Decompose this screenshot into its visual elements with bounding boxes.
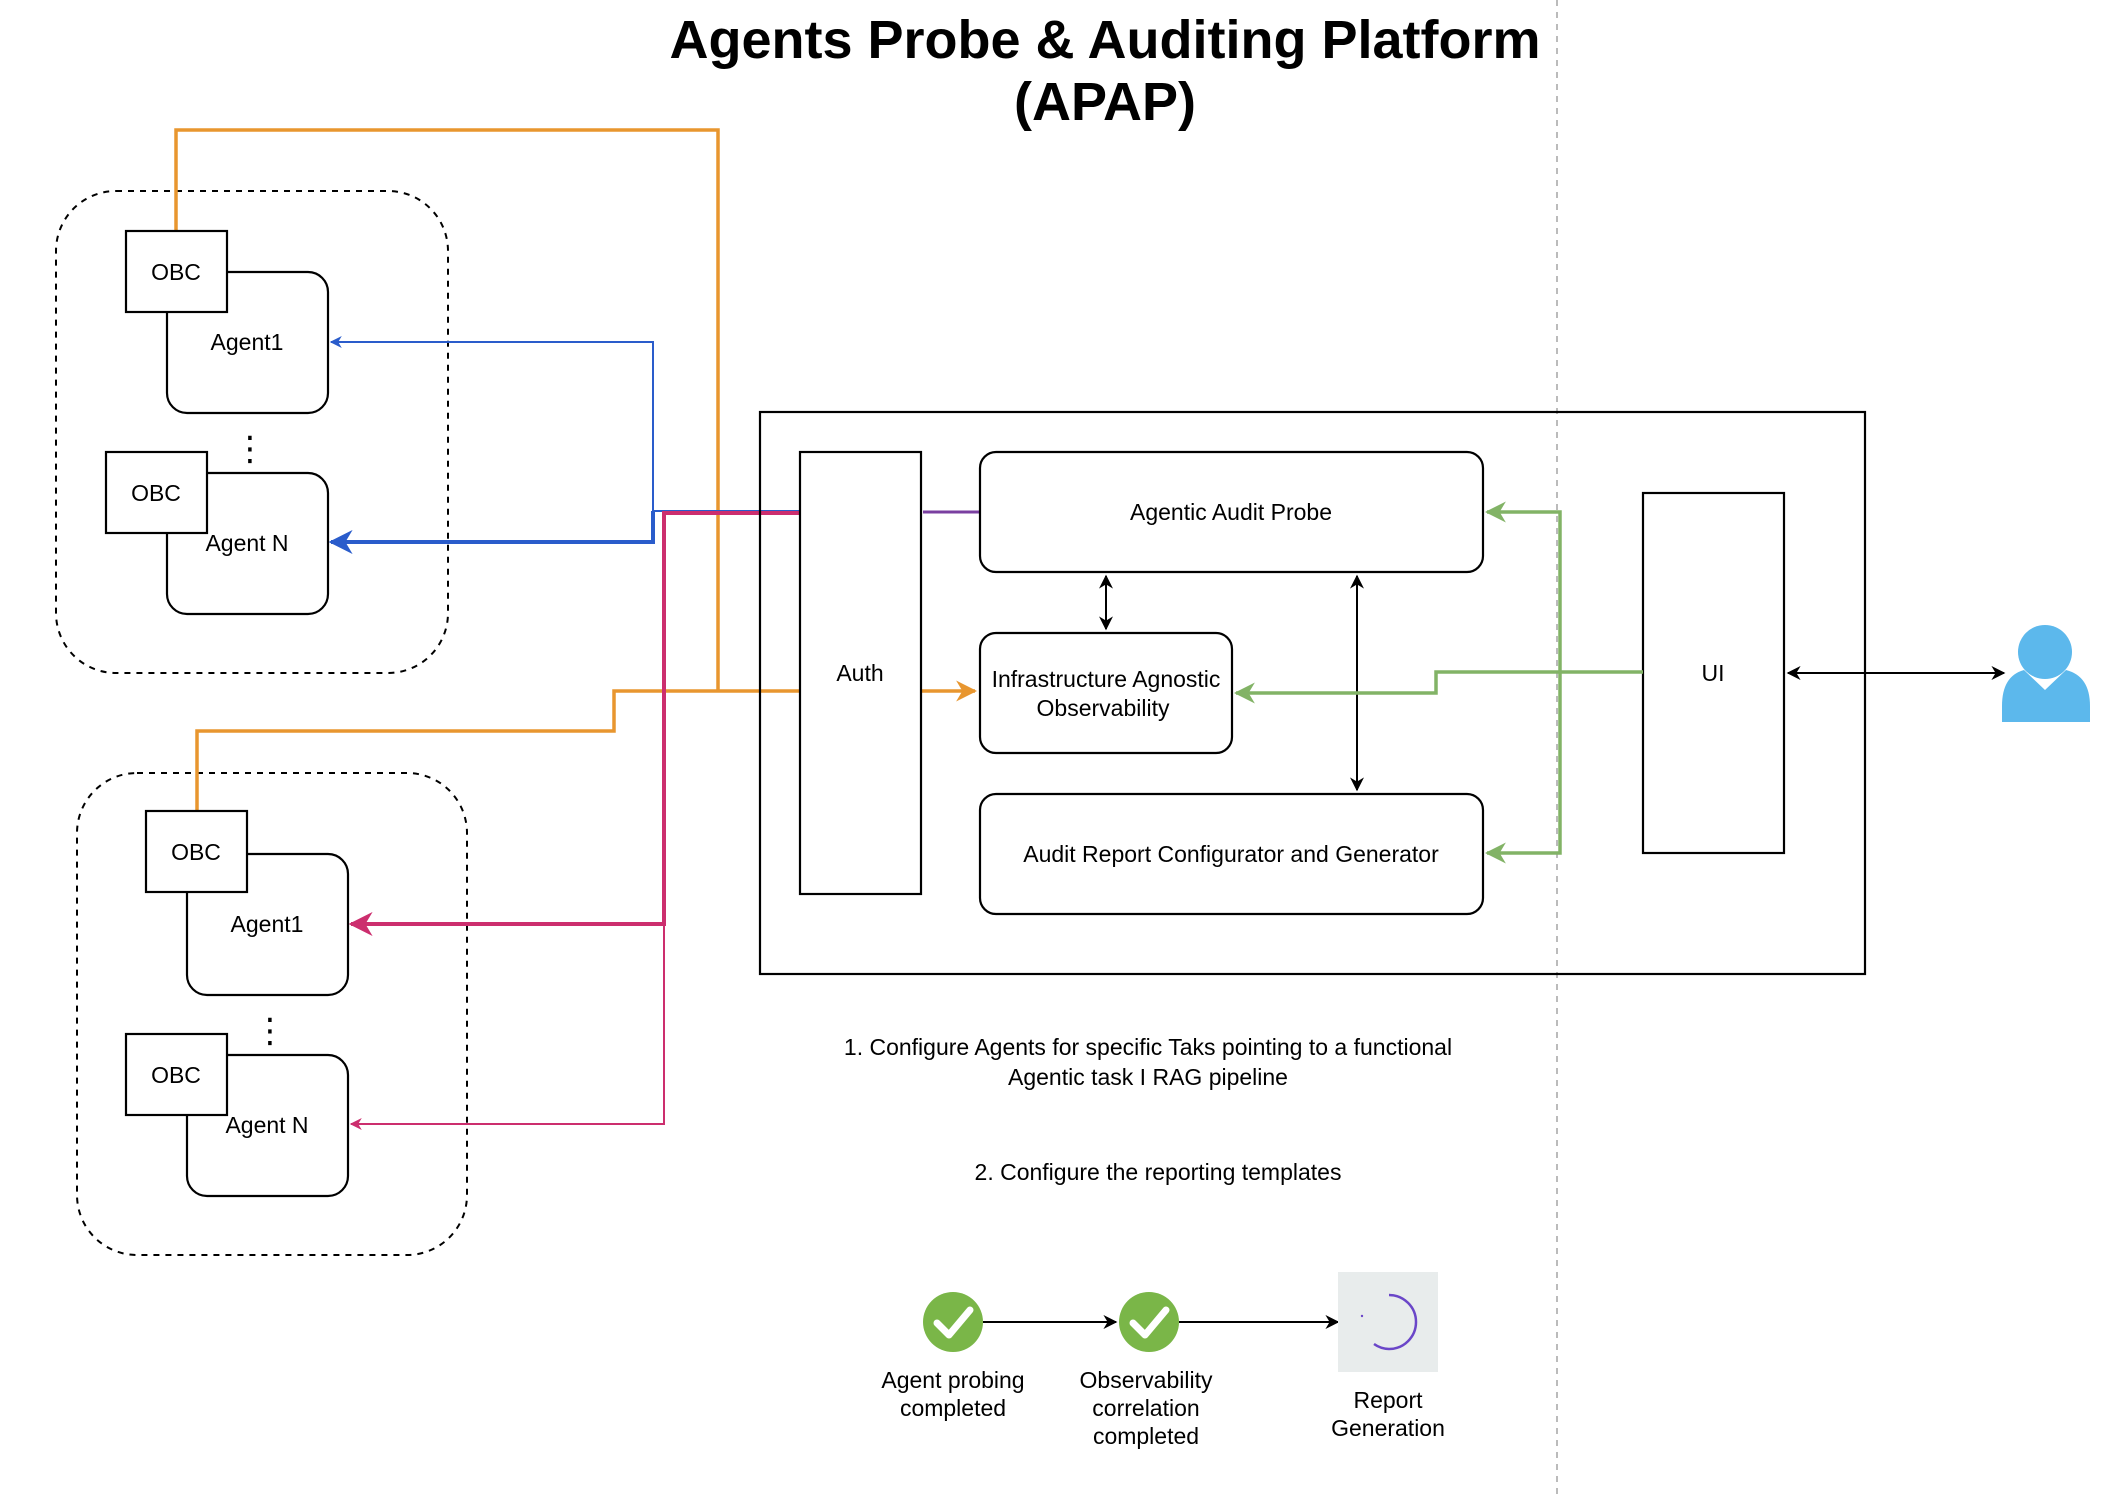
audit-report-generator-label: Audit Report Configurator and Generator (1023, 841, 1439, 867)
agent-1-label: Agent1 (231, 911, 304, 937)
agent-1-label: Agent1 (211, 329, 284, 355)
observability-label-line2: Observability (1037, 695, 1170, 721)
auth-label: Auth (836, 660, 883, 686)
spinner-icon (1338, 1272, 1438, 1372)
platform-container (758, 410, 1867, 976)
agent-group-1: Agent1 OBC ⋮ Agent N OBC (104, 229, 330, 616)
step-2-label-line2: correlation (1092, 1395, 1199, 1421)
workflow: Agent probing completed Observability co… (881, 1272, 1445, 1449)
agent-group-2: Agent1 OBC ⋮ Agent N OBC (124, 809, 350, 1198)
obc-box[interactable] (144, 809, 249, 894)
pink-connector (348, 511, 800, 1130)
ellipsis-vertical: ⋮ (233, 430, 267, 468)
step-3-label-line2: Generation (1331, 1415, 1445, 1441)
green-connector (1233, 501, 1643, 864)
obc-label: OBC (131, 480, 181, 506)
agentic-audit-probe-box[interactable] (978, 450, 1485, 574)
check-circle-icon (923, 1292, 983, 1352)
obc-box[interactable] (124, 1032, 229, 1117)
ui-label: UI (1702, 660, 1725, 686)
ui-box[interactable] (1641, 491, 1786, 855)
obc-box[interactable] (104, 450, 209, 535)
step-2-label-line1: Observability (1080, 1367, 1213, 1393)
diagram-subtitle: (APAP) (1014, 72, 1196, 132)
check-circle-icon (1119, 1292, 1179, 1352)
agent-n-label: Agent N (205, 530, 288, 556)
agent-group-1-container (55, 190, 449, 674)
obc-label: OBC (151, 1062, 201, 1088)
black-connectors (1099, 574, 2006, 792)
note-step2: 2. Configure the reporting templates (975, 1159, 1342, 1185)
user-icon (2002, 625, 2090, 722)
agent-group-2-container (76, 772, 468, 1256)
agent-n-label: Agent N (225, 1112, 308, 1138)
agentic-audit-probe-label: Agentic Audit Probe (1130, 499, 1332, 525)
audit-report-generator-box[interactable] (978, 792, 1485, 916)
observability-label-line1: Infrastructure Agnostic (992, 666, 1221, 692)
orange-connector (174, 128, 978, 811)
auth-box[interactable] (798, 450, 923, 896)
step-1-label-line1: Agent probing (881, 1367, 1024, 1393)
obc-label: OBC (151, 259, 201, 285)
note-step1-line1: 1. Configure Agents for specific Taks po… (844, 1034, 1452, 1060)
step-1-label-line2: completed (900, 1395, 1006, 1421)
ellipsis-vertical: ⋮ (253, 1012, 287, 1050)
obc-label: OBC (171, 839, 221, 865)
note-step1-line2: Agentic task I RAG pipeline (1008, 1064, 1288, 1090)
observability-box[interactable] (978, 631, 1234, 755)
step-3-label-line1: Report (1353, 1387, 1423, 1413)
obc-box[interactable] (124, 229, 229, 314)
step-2-label-line3: completed (1093, 1423, 1199, 1449)
diagram-title: Agents Probe & Auditing Platform (669, 10, 1540, 70)
